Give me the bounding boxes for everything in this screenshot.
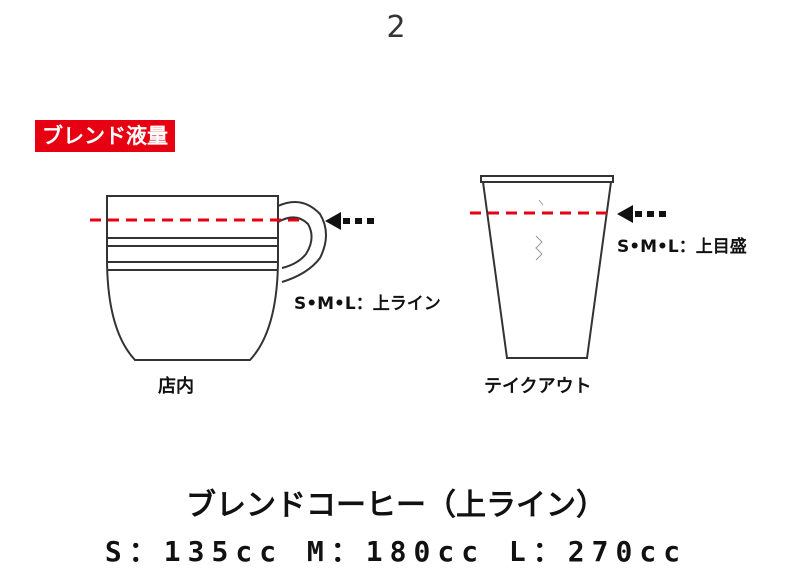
takeout-label: テイクアウト [484,376,592,397]
in-store-label: 店内 [158,376,194,397]
mug-level-label: S•M•L：上ライン [294,294,441,314]
takeout-cup-illustration [480,175,614,359]
volume-summary: S：135cc M：180cc L：270cc [104,535,688,568]
arrow-left-icon [617,205,666,223]
arrow-left-icon [325,212,374,230]
blend-volume-tag: ブレンド液量 [35,120,175,152]
page-title: ブレンドコーヒー（上ライン） [186,488,606,523]
mug-illustration [106,195,327,361]
page-number: 2 [386,10,406,45]
takeout-level-label: S•M•L：上目盛 [617,237,747,257]
